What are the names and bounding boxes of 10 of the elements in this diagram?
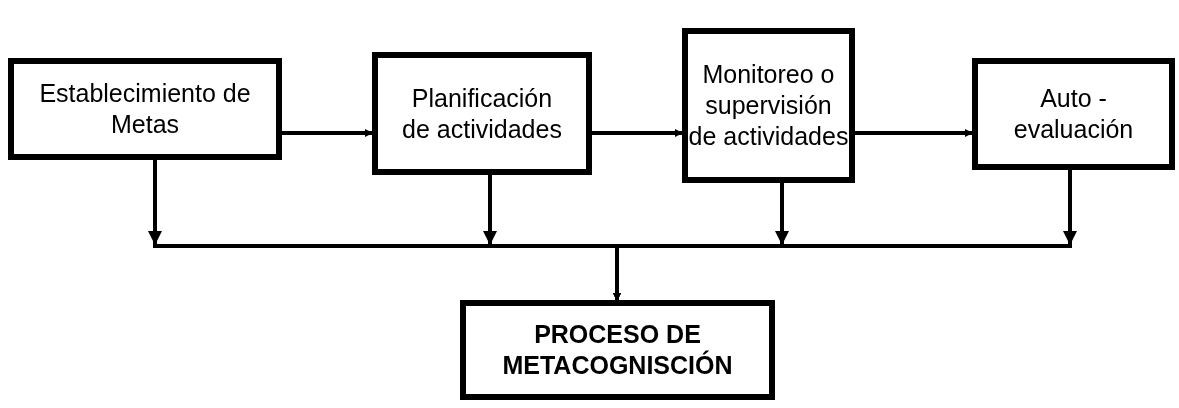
step-label: Monitoreo o supervisión de actividades bbox=[688, 59, 849, 152]
process-box bbox=[460, 300, 775, 400]
step-label: Establecimiento de Metas bbox=[38, 78, 252, 140]
process-box bbox=[972, 58, 1175, 170]
result-label: PROCESO DE METACOGNISCIÓN bbox=[501, 319, 734, 381]
process-box bbox=[8, 58, 282, 160]
step-label: Planificación de actividades bbox=[401, 82, 563, 145]
step-label: Auto - evaluación bbox=[1012, 83, 1135, 145]
process-box bbox=[372, 52, 592, 175]
process-box bbox=[682, 28, 855, 183]
